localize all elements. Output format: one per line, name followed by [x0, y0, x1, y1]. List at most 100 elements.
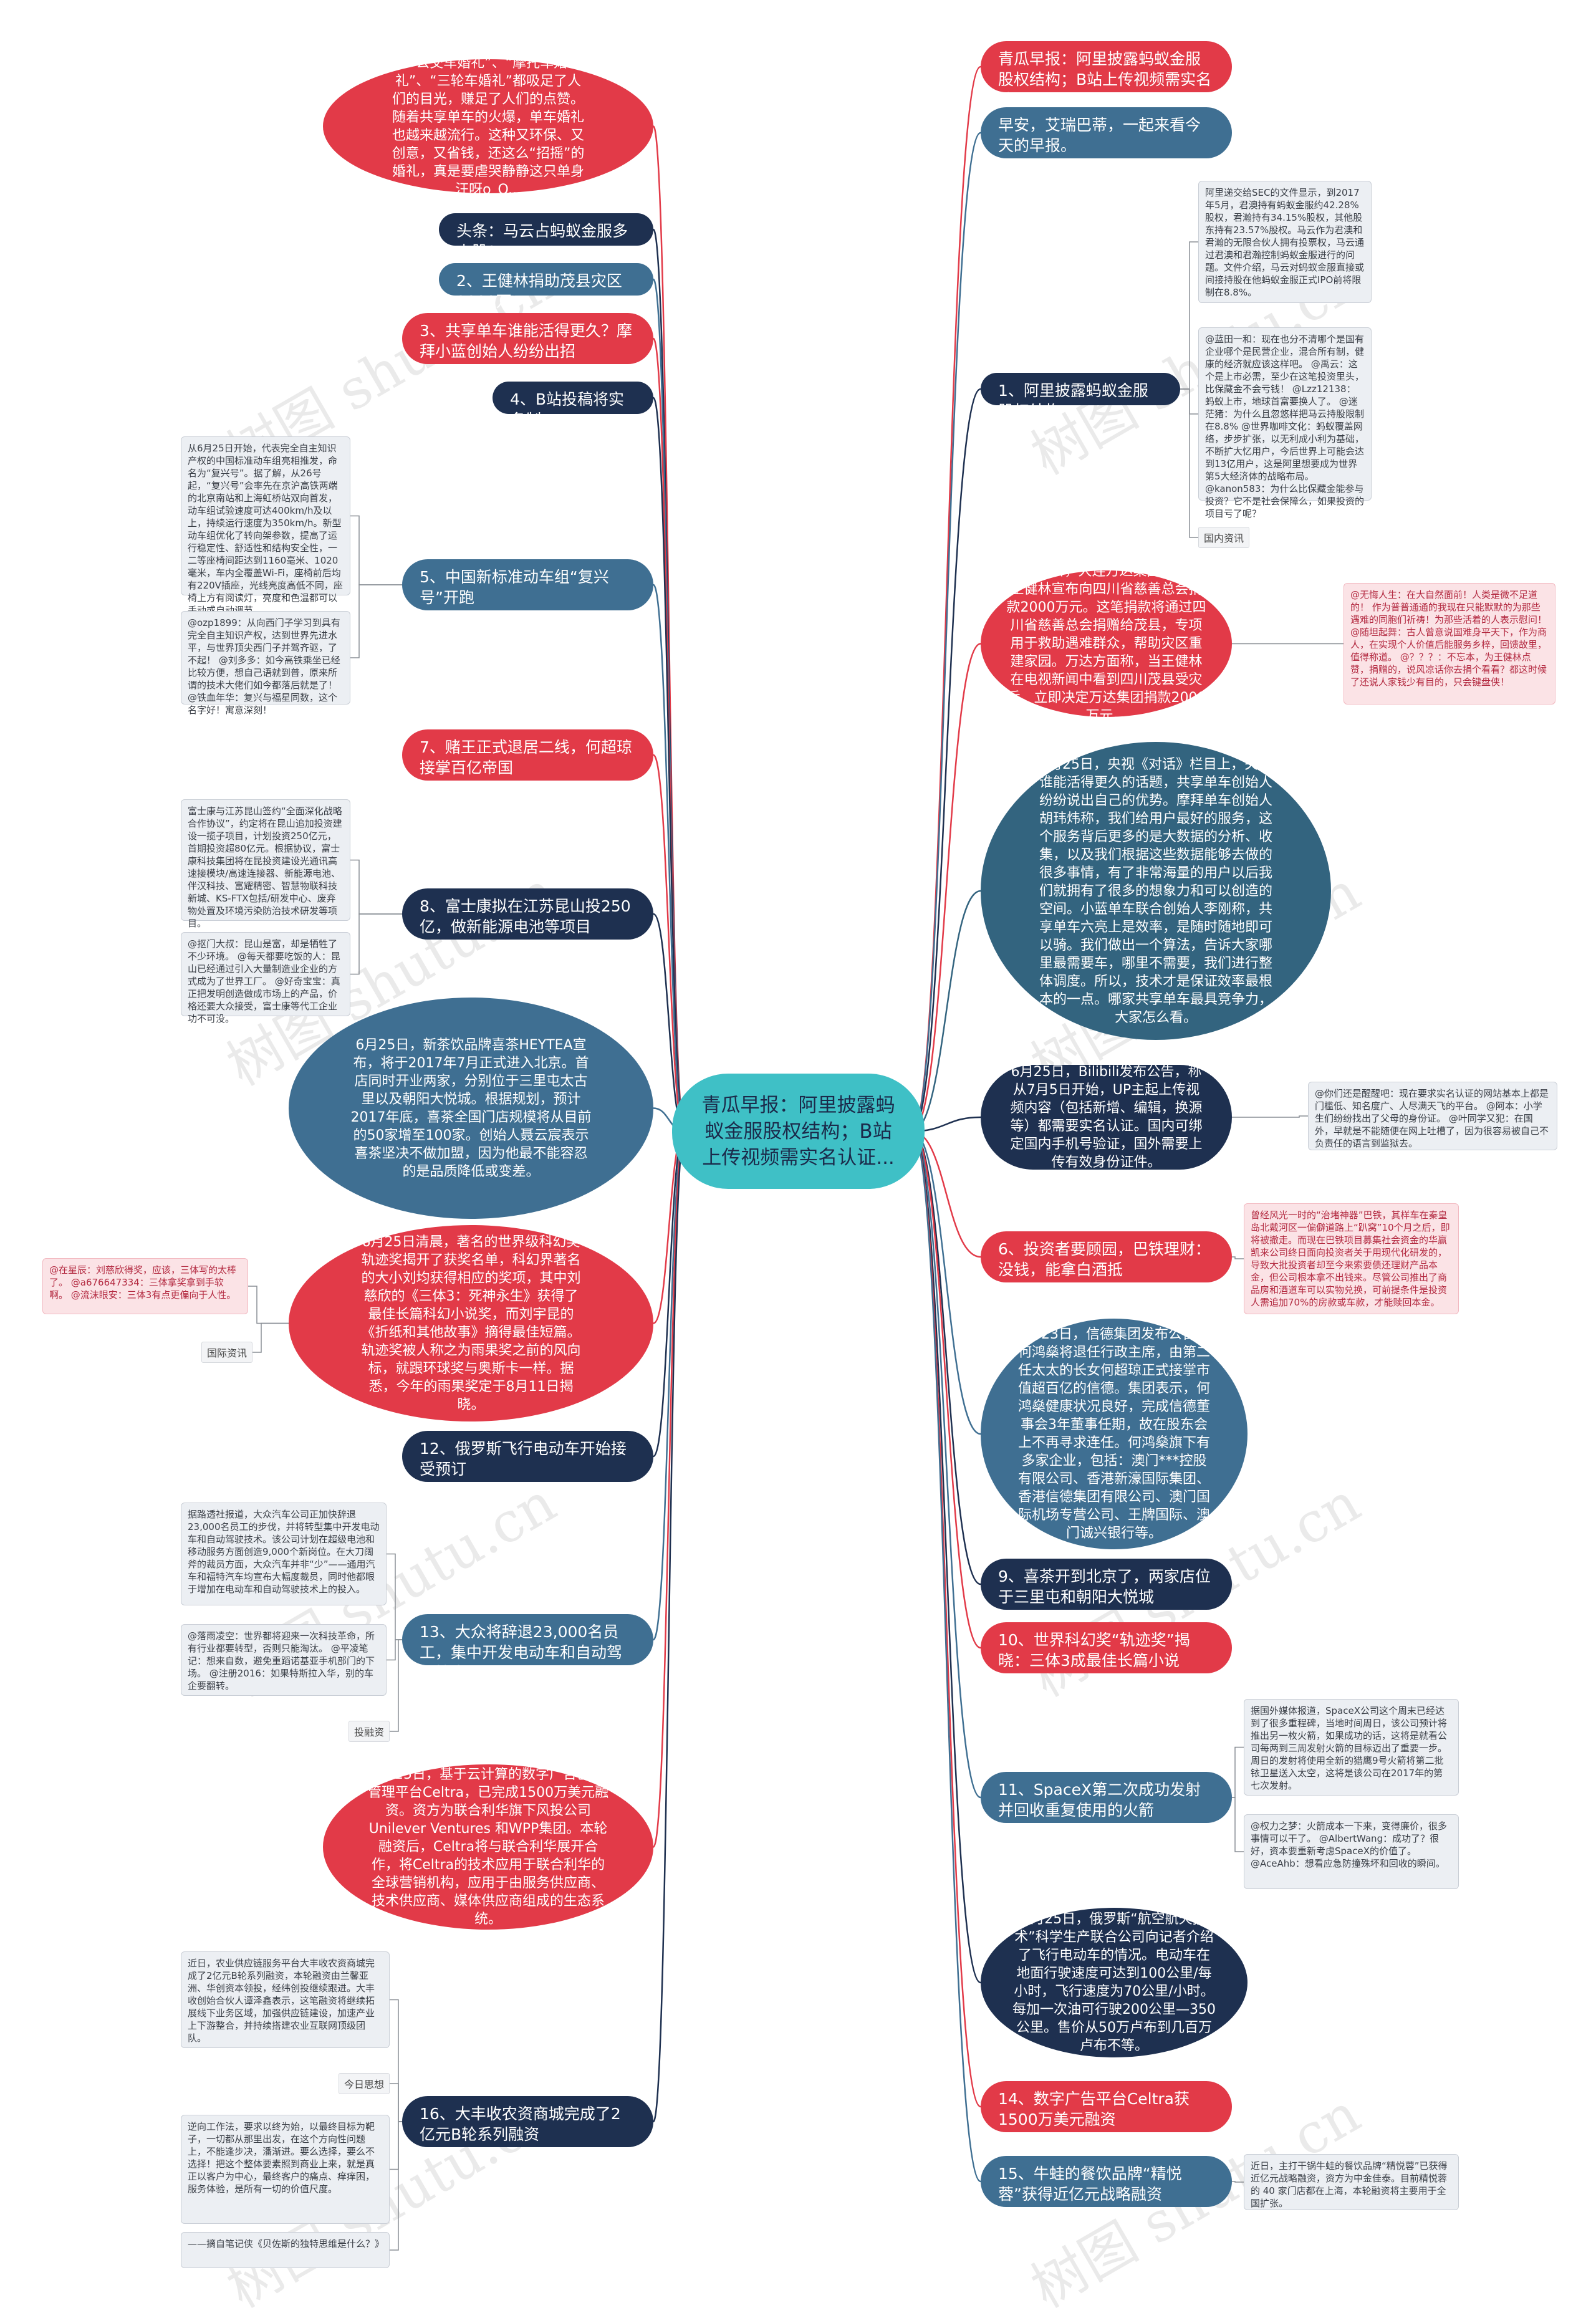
connector-line: [911, 890, 981, 1132]
connector-line: [911, 65, 981, 1132]
connector-line: [652, 397, 686, 1132]
blob-text: 6月25日，Bilibili发布公告，称从7月5日开始，UP主起上传视频内容（包…: [1010, 1064, 1203, 1170]
topic-right-11[interactable]: 11、SpaceX第二次成功发射并回收重复使用的火箭: [981, 1772, 1232, 1823]
note-spacex-comments: @权力之梦：火箭成本一下来，变得廉价，很多事情可以干了。 @AlbertWang…: [1244, 1814, 1459, 1889]
note-connector: [248, 1286, 289, 1324]
topic-left-blob-locus[interactable]: 6月25日清晨，著名的世界级科幻奖轨迹奖揭开了获奖名单，科幻界著名的大小刘均获得…: [289, 1225, 653, 1421]
note-connector: [350, 859, 402, 915]
tag-thought: 今日思想: [339, 2073, 390, 2094]
note-niuwa: 近日，主打干锅牛蛙的餐饮品牌“精悦蓉”已获得近亿元战略融资，资方为中金佳泰。目前…: [1244, 2154, 1459, 2210]
blob-text: 6月25日，新茶饮品牌喜茶HEYTEA宣布，将于2017年7月正式进入北京。首店…: [350, 1037, 592, 1180]
note-spacex-news: 据国外媒体报道，SpaceX公司这个周末已经达到了很多重程碑，当地时间周日，该公…: [1244, 1699, 1459, 1796]
note-connector: [252, 1322, 289, 1353]
connector-line: [911, 1130, 981, 1649]
topic-right-10[interactable]: 10、世界科幻奖“轨迹奖”揭晓：三体3成最佳长篇小说: [981, 1622, 1232, 1673]
connector-line: [652, 1130, 686, 1641]
note-vw-news: 据路透社报道，大众汽车公司正加快辞退23,000名员工的步伐，并将转型集中开发电…: [181, 1503, 387, 1605]
topic-left-headline[interactable]: 头条：马云占蚂蚁金服多少股?: [439, 213, 653, 261]
connector-line: [911, 1130, 981, 1435]
connector-line: [652, 584, 686, 1132]
note-connector: [350, 913, 402, 975]
note-connector: [387, 1553, 402, 1640]
blob-text: 6月25日，央视《对话》栏目上，关于谁能活得更久的话题，共享单车创始人纷纷说出自…: [1039, 756, 1272, 1026]
note-foxconn-news: 富士康与江苏昆山签约“全面深化战略合作协议”，约定将在昆山追加投资建设一揽子项目…: [181, 799, 350, 929]
note-connector: [350, 584, 402, 658]
topic-left-8[interactable]: 8、富士康拟在江苏昆山投250亿，做新能源电池等项目: [402, 888, 653, 940]
note-batie: 曾经风光一时的“治堵神器”巴铁，其样车在秦皇岛北戴河区一偏僻道路上“趴窝”10个…: [1244, 1203, 1459, 1314]
note-connector: [1232, 1746, 1244, 1798]
note-wanda-comments: @无悔人生：在大自然面前！人类是微不足道的！ 作为普普通通的我现在只能默默的为那…: [1344, 583, 1555, 705]
connector-line: [911, 643, 981, 1132]
topic-left-7[interactable]: 7、赌王正式退居二线，何超琼接掌百亿帝国: [402, 729, 653, 781]
topic-left-blob-bikewedding[interactable]: “公交车婚礼”、“摩托车婚礼”、“三轮车婚礼”都吸足了人们的目光，赚足了人们的点…: [323, 55, 653, 198]
note-connector: [1180, 388, 1198, 538]
topic-right-blob-wanda[interactable]: 6月24日，大连万达集团董事长王健林宣布向四川省慈善总会捐款2000万元。这笔捐…: [981, 564, 1232, 724]
note-connector: [390, 1999, 402, 2122]
blob-text: “公交车婚礼”、“摩托车婚礼”、“三轮车婚礼”都吸足了人们的目光，赚足了人们的点…: [392, 55, 585, 198]
note-fuxing-comments: @ozp1899：从向西门子学习到具有完全自主知识产权，达到世界先进水平，与世界…: [181, 611, 350, 716]
topic-right-6[interactable]: 6、投资者要顾园，巴铁理财：没钱，能拿白酒抵: [981, 1231, 1232, 1282]
blob-text: 6月25日清晨，著名的世界级科幻奖轨迹奖揭开了获奖名单，科幻界著名的大小刘均获得…: [361, 1234, 581, 1413]
tag-investment: 投融资: [349, 1721, 390, 1742]
note-connector: [1232, 2181, 1244, 2183]
note-vw-comments: @落雨凌空：世界都将迎来一次科技革命，所有行业都要转型，否则只能淘汰。 @平凌笔…: [181, 1624, 387, 1696]
connector-line: [911, 388, 981, 1132]
connector-line: [652, 125, 686, 1132]
connector-line: [911, 1130, 981, 1585]
tag-domestic-news: 国内资讯: [1198, 527, 1250, 548]
topic-left-4[interactable]: 4、B站投稿将实名制: [493, 382, 653, 429]
topic-right-hello[interactable]: 早安，艾瑞巴蒂，一起来看今天的早报。: [981, 107, 1232, 158]
note-fuxing-news: 从6月25日开始，代表完全自主知识产权的中国标准动车组亮相推发，命名为“复兴号”…: [181, 436, 350, 616]
topic-right-1[interactable]: 1、阿里披露蚂蚁金服股权结构: [981, 373, 1180, 420]
note-alibaba-filing: 阿里递交给SEC的文件显示，到2017年5月，君澳持有蚂蚁金服约42.28%股权…: [1198, 181, 1372, 303]
blob-text: 6月25日，俄罗斯“航空航天技术”科学生产联合公司向记者介绍了飞行电动车的情况。…: [1012, 1912, 1216, 2054]
note-foxconn-comments: @抠门大叔：昆山是富，却是牺牲了不少环境。 @每天都要吃饭的人：昆山已经通过引入…: [181, 932, 350, 1024]
topic-left-12[interactable]: 12、俄罗斯飞行电动车开始接受预订: [402, 1431, 653, 1482]
note-bezos-source: ——摘自笔记侠《贝佐斯的独特思维是什么？》: [181, 2232, 390, 2268]
note-bezos: 逆向工作法，要求以终为始，以最终目标为靶子，一切都从那里出发，在这个方向性问题上…: [181, 2115, 390, 2224]
topic-right-blob-xinde[interactable]: 6月23日，信德集团发布公告，何鸿燊将退任行政主席，由第二任太太的长女何超琼正式…: [981, 1319, 1247, 1549]
topic-right-blob-bikeshare[interactable]: 6月25日，央视《对话》栏目上，关于谁能活得更久的话题，共享单车创始人纷纷说出自…: [981, 742, 1331, 1040]
note-connector: [390, 2121, 402, 2170]
topic-left-5[interactable]: 5、中国新标准动车组“复兴号”开跑: [402, 559, 653, 610]
topic-right-14[interactable]: 14、数字广告平台Celtra获1500万美元融资: [981, 2081, 1232, 2132]
connector-line: [911, 132, 981, 1132]
blob-text: 6月24日，大连万达集团董事长王健林宣布向四川省慈善总会捐款2000万元。这笔捐…: [1006, 564, 1206, 724]
connector-line: [911, 1130, 981, 1799]
blob-text: 6月23日，信德集团发布公告，何鸿燊将退任行政主席，由第二任太太的长女何超琼正式…: [1017, 1327, 1210, 1541]
topic-right-title[interactable]: 青瓜早报：阿里披露蚂蚁金服股权结构；B站上传视频需实名认证...: [981, 41, 1232, 109]
note-connector: [390, 2121, 402, 2251]
topic-left-13[interactable]: 13、大众将辞退23,000名员工，集中开发电动车和自动驾驶技术: [402, 1614, 653, 1682]
tag-intl-news: 国际资讯: [201, 1342, 253, 1363]
note-alibaba-comments: @蓝田一和：现在也分不清哪个是国有企业哪个是民营企业，混合所有制，健康的经济就应…: [1198, 327, 1372, 519]
note-connector: [390, 2083, 402, 2122]
note-connector: [390, 1639, 402, 1732]
topic-left-blob-celtra[interactable]: 6月25日，基于云计算的数字广告创意管理平台Celtra，已完成1500万美元融…: [323, 1764, 653, 1930]
topic-right-bilibili[interactable]: 6月25日，Bilibili发布公告，称从7月5日开始，UP主起上传视频内容（包…: [981, 1064, 1232, 1170]
connector-line: [911, 1130, 981, 2183]
topic-left-2[interactable]: 2、王健林捐助茂县灾区2000万: [439, 263, 653, 310]
topic-left-blob-heytea[interactable]: 6月25日，新茶饮品牌喜茶HEYTEA宣布，将于2017年7月正式进入北京。首店…: [289, 998, 653, 1219]
note-dafengshou: 近日，农业供应链服务平台大丰收农资商城完成了2亿元B轮系列融资，本轮融资由兰馨亚…: [181, 1951, 390, 2048]
topic-left-16[interactable]: 16、大丰收农资商城完成了2亿元B轮系列融资: [402, 2096, 653, 2147]
note-locus-comments: @在星辰：刘慈欣得奖，应该，三体写的太棒了。 @a676647334：三体拿奖拿…: [42, 1258, 248, 1314]
connector-line: [652, 1130, 686, 1848]
note-connector: [1232, 1115, 1308, 1118]
center-topic[interactable]: 青瓜早报：阿里披露蚂蚁金服股权结构；B站上传视频需实名认证...: [672, 1074, 925, 1189]
connector-line: [911, 1130, 981, 1984]
center-topic-label: 青瓜早报：阿里披露蚂蚁金服股权结构；B站上传视频需实名认证...: [701, 1094, 895, 1169]
topic-left-3[interactable]: 3、共享单车谁能活得更久？摩拜小蓝创始人纷纷出招: [402, 313, 653, 364]
note-connector: [1232, 1256, 1244, 1259]
note-connector: [1232, 1797, 1244, 1852]
topic-right-15[interactable]: 15、牛蛙的餐饮品牌“精悦蓉”获得近亿元战略融资: [981, 2156, 1232, 2207]
connector-line: [652, 754, 686, 1132]
note-bilibili-comments: @你们还是醒醒吧：现在要求实名认证的网站基本上都是门槛低、知名度广、人尽满天飞的…: [1308, 1082, 1557, 1150]
note-connector: [387, 1639, 402, 1661]
blob-text: 6月25日，基于云计算的数字广告创意管理平台Celtra，已完成1500万美元融…: [367, 1767, 609, 1927]
note-connector: [350, 515, 402, 585]
note-connector: [1180, 241, 1198, 390]
topic-right-9[interactable]: 9、喜茶开到北京了，两家店位于三里屯和朝阳大悦城: [981, 1559, 1232, 1610]
connector-line: [652, 1130, 686, 2123]
topic-right-blob-flycar[interactable]: 6月25日，俄罗斯“航空航天技术”科学生产联合公司向记者介绍了飞行电动车的情况。…: [981, 1908, 1247, 2057]
